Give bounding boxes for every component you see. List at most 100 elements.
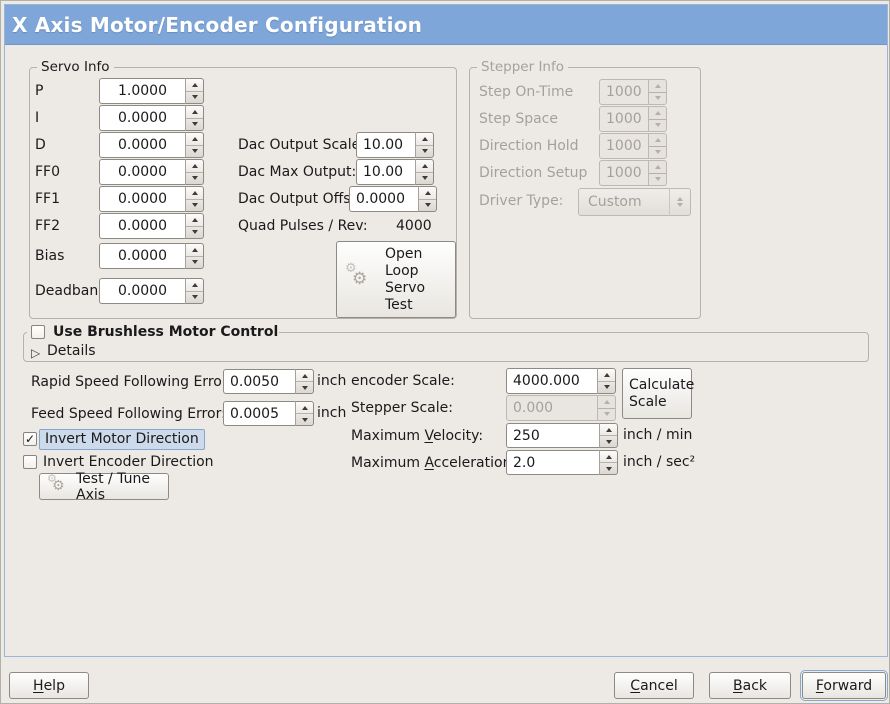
spin-buttons[interactable] (186, 132, 204, 158)
dac-max-output-spinbox[interactable]: 10.00 (356, 159, 434, 185)
spin-buttons[interactable] (600, 450, 618, 475)
d-label: D (35, 137, 46, 153)
p-value[interactable]: 1.0000 (99, 78, 186, 104)
spin-down-icon[interactable] (186, 227, 203, 239)
spin-down-icon[interactable] (296, 382, 313, 393)
ff2-spinbox[interactable]: 0.0000 (99, 213, 204, 239)
spin-down-icon[interactable] (296, 414, 313, 425)
spin-up-icon[interactable] (186, 279, 203, 292)
spin-down-icon[interactable] (186, 200, 203, 212)
spin-buttons[interactable] (600, 423, 618, 448)
spin-up-icon[interactable] (296, 370, 313, 382)
maximum-acceleration-value[interactable]: 2.0 (506, 450, 600, 475)
open-loop-servo-test-button[interactable]: ⚙⚙ Open Loop Servo Test (336, 241, 456, 318)
feed-following-error-spinbox[interactable]: 0.0005 (223, 401, 314, 426)
back-button[interactable]: Back (709, 672, 791, 699)
spin-up-icon[interactable] (598, 369, 615, 382)
encoder-scale-spinbox[interactable]: 4000.000 (506, 368, 616, 394)
spin-up-icon[interactable] (296, 402, 313, 414)
test-tune-axis-button[interactable]: ⚙⚙ Test / Tune Axis (39, 471, 169, 503)
ff2-value[interactable]: 0.0000 (99, 213, 186, 239)
spin-up-icon[interactable] (186, 214, 203, 227)
expander-triangle-icon[interactable]: ▷ (31, 346, 41, 360)
spin-down-icon[interactable] (416, 146, 433, 158)
encoder-scale-value[interactable]: 4000.000 (506, 368, 598, 394)
gears-icon: ⚙⚙ (345, 260, 368, 289)
spin-up-icon[interactable] (419, 187, 436, 200)
spin-down-icon[interactable] (186, 92, 203, 104)
spin-up-icon[interactable] (186, 187, 203, 200)
spin-down-icon[interactable] (186, 173, 203, 185)
bias-spinbox[interactable]: 0.0000 (99, 243, 204, 269)
spin-up-icon[interactable] (186, 106, 203, 119)
dac-output-scale-value[interactable]: 10.00 (356, 132, 416, 158)
maximum-velocity-spinbox[interactable]: 250 (506, 423, 618, 448)
maximum-velocity-value[interactable]: 250 (506, 423, 600, 448)
spin-buttons[interactable] (296, 401, 314, 426)
deadband-value[interactable]: 0.0000 (99, 278, 186, 304)
dac-max-output-value[interactable]: 10.00 (356, 159, 416, 185)
direction-setup-label: Direction Setup (479, 165, 588, 181)
spin-buttons[interactable] (419, 186, 437, 212)
ff1-spinbox[interactable]: 0.0000 (99, 186, 204, 212)
d-spinbox[interactable]: 0.0000 (99, 132, 204, 158)
spin-buttons[interactable] (416, 132, 434, 158)
help-button[interactable]: Help (9, 672, 89, 699)
rapid-following-error-spinbox[interactable]: 0.0050 (223, 369, 314, 394)
invert-encoder-direction-label[interactable]: Invert Encoder Direction (43, 454, 214, 470)
feed-following-error-value[interactable]: 0.0005 (223, 401, 296, 426)
invert-motor-direction-label[interactable]: Invert Motor Direction (39, 429, 205, 450)
ff1-value[interactable]: 0.0000 (99, 186, 186, 212)
cancel-button[interactable]: Cancel (614, 672, 694, 699)
spin-buttons[interactable] (186, 213, 204, 239)
spin-up-icon[interactable] (186, 133, 203, 146)
use-brushless-checkbox[interactable] (31, 325, 45, 339)
use-brushless-label[interactable]: Use Brushless Motor Control (53, 324, 279, 340)
spin-buttons[interactable] (186, 243, 204, 269)
maximum-acceleration-unit: inch / sec² (623, 454, 696, 470)
spin-buttons[interactable] (296, 369, 314, 394)
spin-buttons[interactable] (186, 78, 204, 104)
details-expander-label[interactable]: Details (47, 343, 96, 359)
spin-buttons[interactable] (186, 186, 204, 212)
spin-down-icon[interactable] (598, 382, 615, 394)
dac-output-scale-spinbox[interactable]: 10.00 (356, 132, 434, 158)
dac-output-offset-spinbox[interactable]: 0.0000 (349, 186, 437, 212)
maximum-acceleration-spinbox[interactable]: 2.0 (506, 450, 618, 475)
spin-down-icon[interactable] (186, 146, 203, 158)
spin-up-icon[interactable] (416, 160, 433, 173)
invert-motor-direction-checkbox[interactable]: ✓ (23, 432, 37, 446)
i-spinbox[interactable]: 0.0000 (99, 105, 204, 131)
invert-encoder-direction-checkbox[interactable] (23, 455, 37, 469)
rapid-following-error-value[interactable]: 0.0050 (223, 369, 296, 394)
p-spinbox[interactable]: 1.0000 (99, 78, 204, 104)
spin-buttons (649, 79, 667, 105)
spin-down-icon[interactable] (600, 436, 617, 447)
bias-value[interactable]: 0.0000 (99, 243, 186, 269)
ff0-spinbox[interactable]: 0.0000 (99, 159, 204, 185)
spin-down-icon[interactable] (186, 292, 203, 304)
ff0-value[interactable]: 0.0000 (99, 159, 186, 185)
calculate-scale-button[interactable]: Calculate Scale (622, 368, 694, 419)
spin-down-icon[interactable] (419, 200, 436, 212)
spin-up-icon[interactable] (416, 133, 433, 146)
spin-buttons[interactable] (186, 278, 204, 304)
spin-up-icon[interactable] (186, 79, 203, 92)
spin-up-icon[interactable] (600, 451, 617, 463)
spin-buttons[interactable] (598, 368, 616, 394)
deadband-spinbox[interactable]: 0.0000 (99, 278, 204, 304)
spin-buttons[interactable] (186, 159, 204, 185)
spin-down-icon[interactable] (600, 463, 617, 474)
d-value[interactable]: 0.0000 (99, 132, 186, 158)
forward-button[interactable]: Forward (800, 670, 888, 701)
spin-down-icon[interactable] (186, 257, 203, 269)
dac-output-offset-value[interactable]: 0.0000 (349, 186, 419, 212)
spin-up-icon[interactable] (600, 424, 617, 436)
spin-buttons[interactable] (186, 105, 204, 131)
spin-up-icon[interactable] (186, 244, 203, 257)
spin-up-icon[interactable] (186, 160, 203, 173)
i-value[interactable]: 0.0000 (99, 105, 186, 131)
spin-down-icon[interactable] (186, 119, 203, 131)
spin-buttons[interactable] (416, 159, 434, 185)
spin-down-icon[interactable] (416, 173, 433, 185)
